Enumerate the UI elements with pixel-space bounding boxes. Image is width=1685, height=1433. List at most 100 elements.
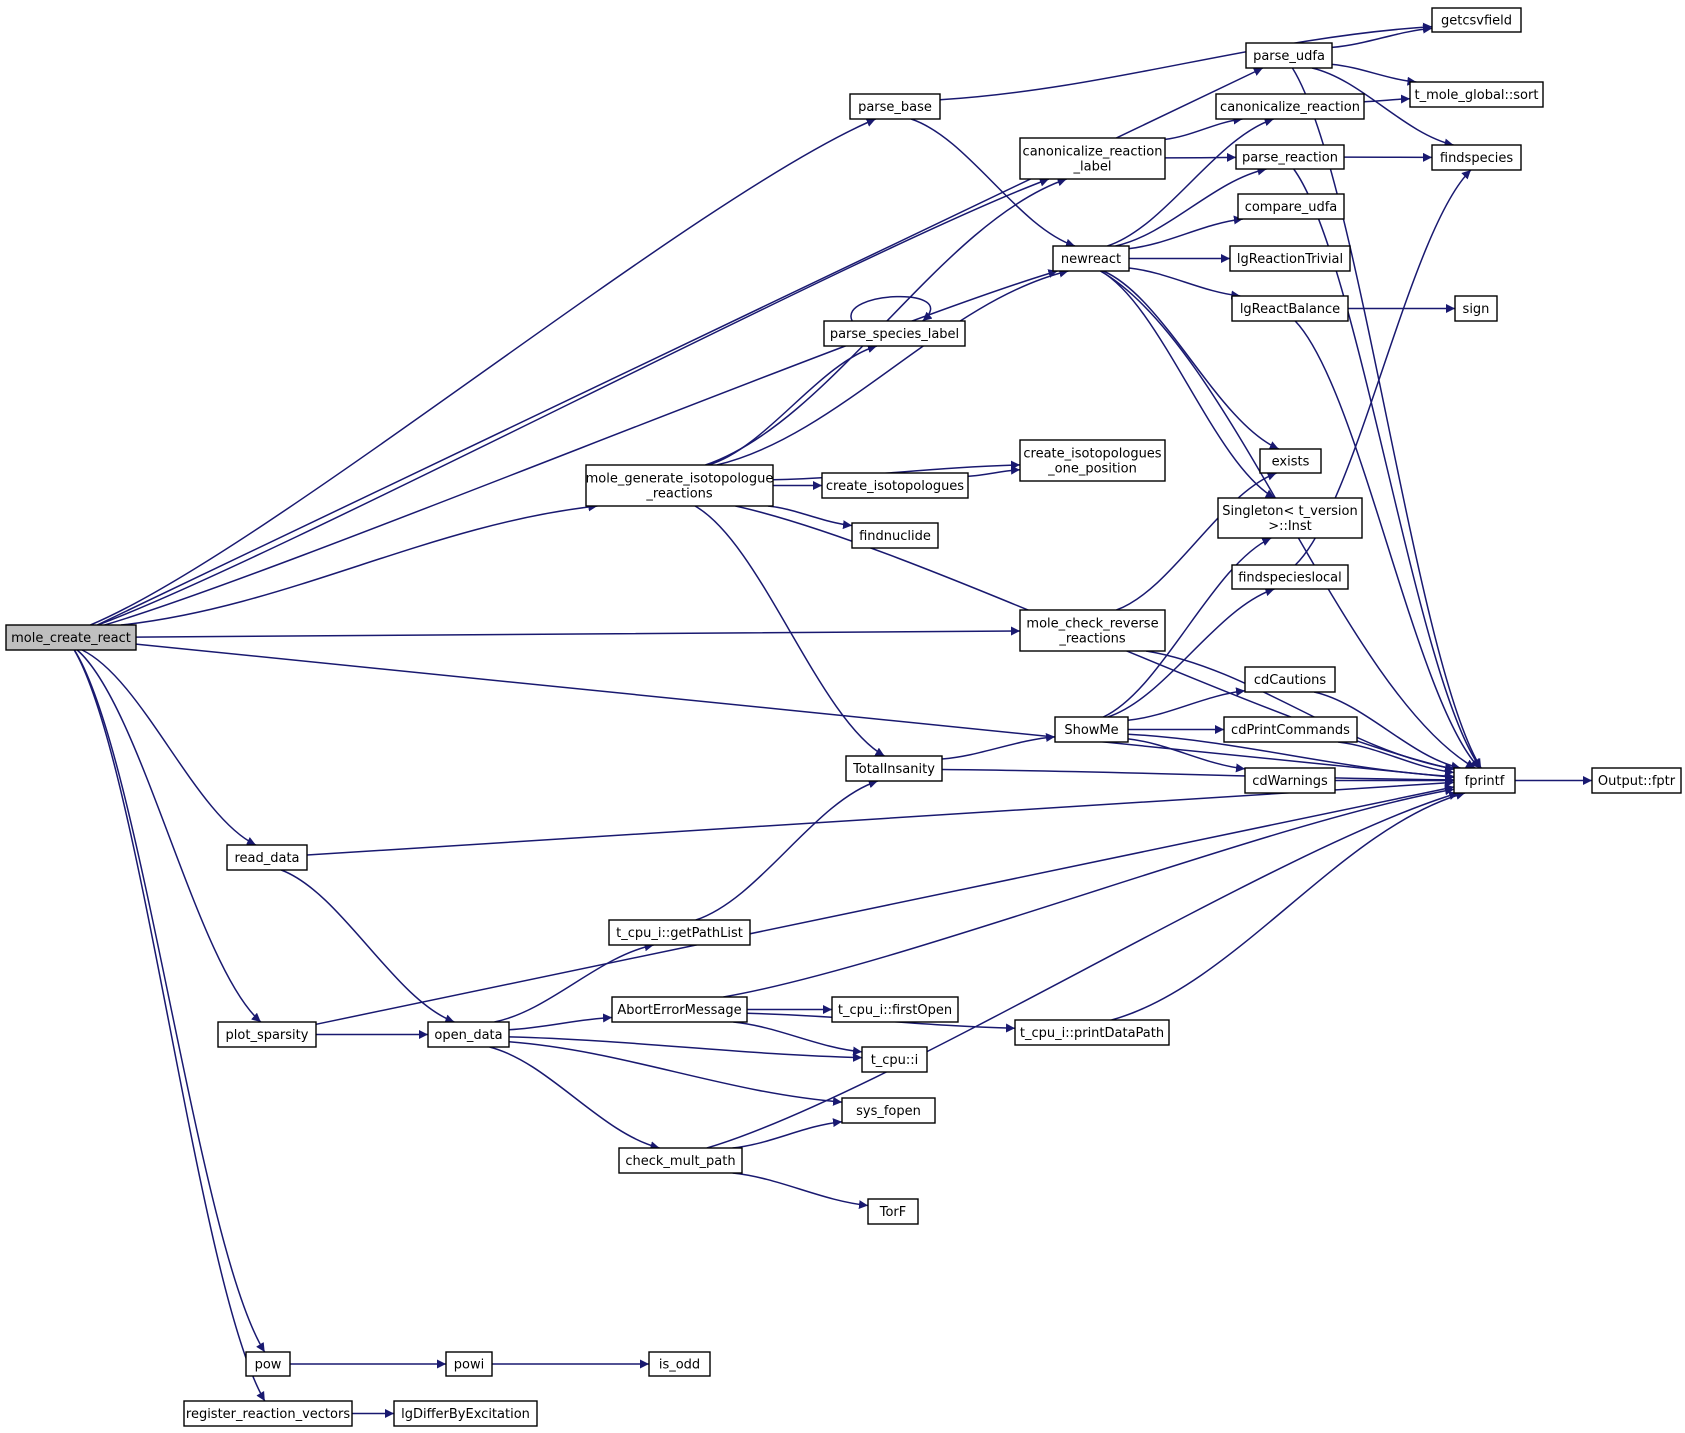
node-lgreactiontrivial[interactable]: lgReactionTrivial [1229,245,1351,272]
node-label: read_data [234,851,299,866]
node-box [831,996,959,1023]
node-parse-base[interactable]: parse_base [849,93,941,120]
node-t-mole-global-sort[interactable]: t_mole_global::sort [1409,81,1544,108]
node-label: t_cpu::i [871,1053,919,1068]
edge-check-mult-path-to-torf [732,1172,869,1210]
node-label: _reactions [645,487,713,502]
node-cdwarnings[interactable]: cdWarnings [1244,767,1336,794]
node-label: create_isotopologues [826,479,964,494]
node-mole-check-reverse-reactions[interactable]: mole_check_reverse_reactions [1019,609,1166,652]
node-torf[interactable]: TorF [867,1198,919,1225]
node-box [1217,497,1363,539]
edge-newreact-to-exists [1102,270,1280,450]
edge-open-data-to-t-cpu-i [508,1036,863,1062]
node-label: mole_check_reverse [1026,617,1158,632]
node-label: findnuclide [859,529,931,544]
node-create-isotopologues-one-position[interactable]: create_isotopologues_one_position [1019,439,1166,482]
node-canonicalize-reaction[interactable]: canonicalize_reaction [1215,93,1365,120]
edge-mole-create-react-to-newreact [104,269,1058,626]
node-label: open_data [434,1028,502,1043]
node-label: t_cpu_i::printDataPath [1020,1026,1164,1041]
node-box [1235,144,1345,170]
node-label: cdPrintCommands [1231,723,1350,738]
node-box [841,1097,936,1124]
node-canonicalize-reaction-label[interactable]: canonicalize_reaction_label [1019,137,1166,180]
node-box [611,996,748,1023]
node-label: register_reaction_vectors [186,1407,350,1422]
edge-showme-to-singleton-inst [1102,537,1272,718]
node-box [1245,42,1333,69]
node-box [1591,767,1682,794]
node-label: exists [1272,455,1310,470]
edge-open-data-to-check-mult-path [489,1046,660,1151]
node-showme[interactable]: ShowMe [1054,716,1129,743]
node-box [1454,295,1498,322]
edge-mole-check-reverse-reactions-to-exists [1116,471,1277,611]
node-cdcautions[interactable]: cdCautions [1244,666,1336,693]
node-totalinsanity[interactable]: TotalInsanity [845,755,943,782]
edge-mole-create-react-to-pow [73,649,266,1353]
edge-parse-udfa-to-getcsvfield [1331,24,1433,49]
edge-mole-create-react-to-plot-sparsity [76,649,262,1023]
node-firstopen[interactable]: t_cpu_i::firstOpen [831,996,959,1023]
node-box [851,522,939,549]
node-label: _one_position [1047,462,1137,477]
node-t-cpu-i[interactable]: t_cpu::i [861,1046,928,1073]
node-label: fprintf [1465,774,1505,789]
node-exists[interactable]: exists [1259,448,1322,474]
node-compare-udfa[interactable]: compare_udfa [1237,193,1345,220]
node-sign[interactable]: sign [1454,295,1498,322]
node-read-data[interactable]: read_data [226,844,308,871]
edge-mole-create-react-to-mole-check-reverse-reactions [135,626,1021,638]
node-box [445,1351,493,1377]
node-powi[interactable]: powi [445,1351,493,1377]
node-box [618,1147,743,1174]
node-create-isotopologues[interactable]: create_isotopologues [821,472,969,499]
node-parse-udfa[interactable]: parse_udfa [1245,42,1333,69]
node-label: lgDifferByExcitation [401,1407,530,1422]
node-mole-create-react[interactable]: mole_create_react [5,624,137,651]
edge-showme-to-cdcautions [1127,687,1246,722]
node-box [1259,448,1322,474]
node-parse-reaction[interactable]: parse_reaction [1235,144,1345,170]
node-label: t_mole_global::sort [1415,88,1539,103]
node-sys-fopen[interactable]: sys_fopen [841,1097,936,1124]
node-findnuclide[interactable]: findnuclide [851,522,939,549]
node-singleton-inst[interactable]: Singleton< t_version>::Inst [1217,497,1363,539]
edge-lgreactbalance-to-fprintf [1294,320,1480,769]
node-findspecieslocal[interactable]: findspecieslocal [1231,564,1349,590]
node-output-fptr[interactable]: Output::fptr [1591,767,1682,794]
node-box [183,1400,353,1427]
node-fprintf[interactable]: fprintf [1453,767,1516,794]
node-box [1223,716,1358,743]
edge-open-data-to-sys-fopen [508,1041,843,1106]
edge-check-mult-path-to-sys-fopen [732,1118,843,1149]
node-check-mult-path[interactable]: check_mult_path [618,1147,743,1174]
node-is-odd[interactable]: is_odd [648,1351,711,1377]
node-lgdifferbyexcitation[interactable]: lgDifferByExcitation [393,1400,538,1427]
node-pow[interactable]: pow [245,1351,291,1377]
node-findspecies[interactable]: findspecies [1431,144,1522,171]
node-parse-species-label[interactable]: parse_species_label [823,320,966,347]
node-aborterrormessage[interactable]: AbortErrorMessage [611,996,748,1023]
node-box [245,1351,291,1377]
edge-cdcautions-to-fprintf [1313,691,1461,771]
node-printdatapath[interactable]: t_cpu_i::printDataPath [1014,1019,1170,1046]
edge-cdprintcommands-to-fprintf [1337,741,1455,776]
node-open-data[interactable]: open_data [427,1021,510,1048]
node-box [226,844,308,871]
node-getcsvfield[interactable]: getcsvfield [1431,7,1522,33]
node-box [861,1046,928,1073]
node-box [1014,1019,1170,1046]
node-mole-generate-isotopologue-reactions[interactable]: mole_generate_isotopologue_reactions [585,464,774,507]
node-cdprintcommands[interactable]: cdPrintCommands [1223,716,1358,743]
node-box [1019,137,1166,180]
node-register-reaction-vectors[interactable]: register_reaction_vectors [183,1400,353,1427]
node-box [608,919,751,946]
node-label: canonicalize_reaction [1023,145,1163,160]
node-getpathlist[interactable]: t_cpu_i::getPathList [608,919,751,946]
node-plot-sparsity[interactable]: plot_sparsity [217,1021,317,1048]
node-lgreactbalance[interactable]: lgReactBalance [1231,295,1349,322]
node-box [1244,666,1336,693]
node-newreact[interactable]: newreact [1052,245,1130,272]
